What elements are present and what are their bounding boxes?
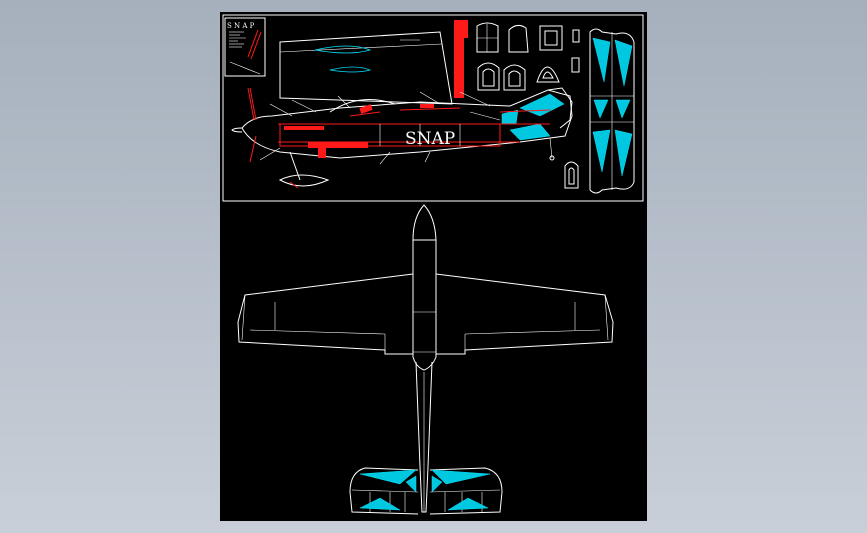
tailplane-plan [589, 28, 635, 194]
plan-sheet: S N A P [222, 14, 644, 202]
sheet-border [222, 14, 644, 202]
sheet-title: S N A P [227, 22, 255, 30]
fuselage-side: SNAP [231, 87, 573, 189]
aircraft-top-view [237, 204, 614, 515]
formers [476, 22, 580, 189]
cad-viewport[interactable]: S N A P [220, 12, 647, 521]
spar-strip [454, 20, 468, 98]
fuselage-label: SNAP [405, 129, 455, 149]
title-block: S N A P [224, 17, 266, 77]
wing-plan [279, 31, 453, 105]
